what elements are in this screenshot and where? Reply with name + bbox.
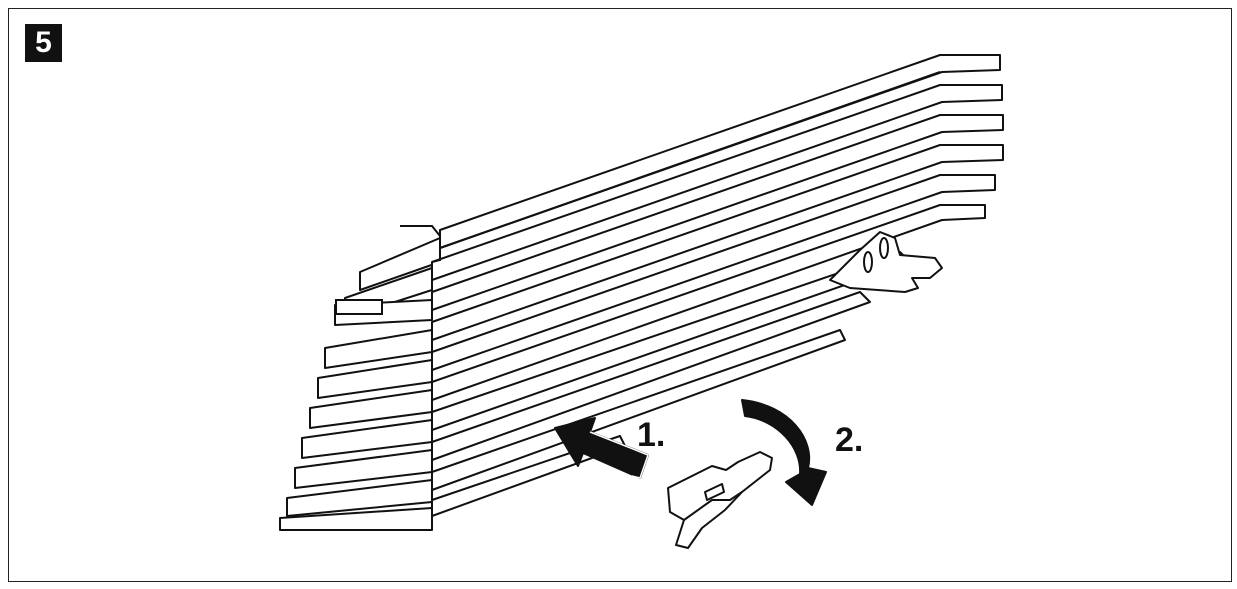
end-slot — [335, 299, 383, 315]
step-1-label: 1. — [637, 416, 666, 454]
slat — [294, 291, 871, 489]
push-arrow-icon — [554, 417, 649, 479]
mounting-clip-icon — [667, 451, 773, 549]
rotate-arrow-icon — [741, 399, 827, 506]
radiator-slats — [279, 54, 1004, 531]
slat — [286, 329, 846, 517]
wall-bracket-icon — [829, 231, 943, 293]
step-2-label: 2. — [835, 421, 864, 459]
top-end-cap — [400, 225, 441, 263]
step-number-badge: 5 — [25, 24, 62, 62]
